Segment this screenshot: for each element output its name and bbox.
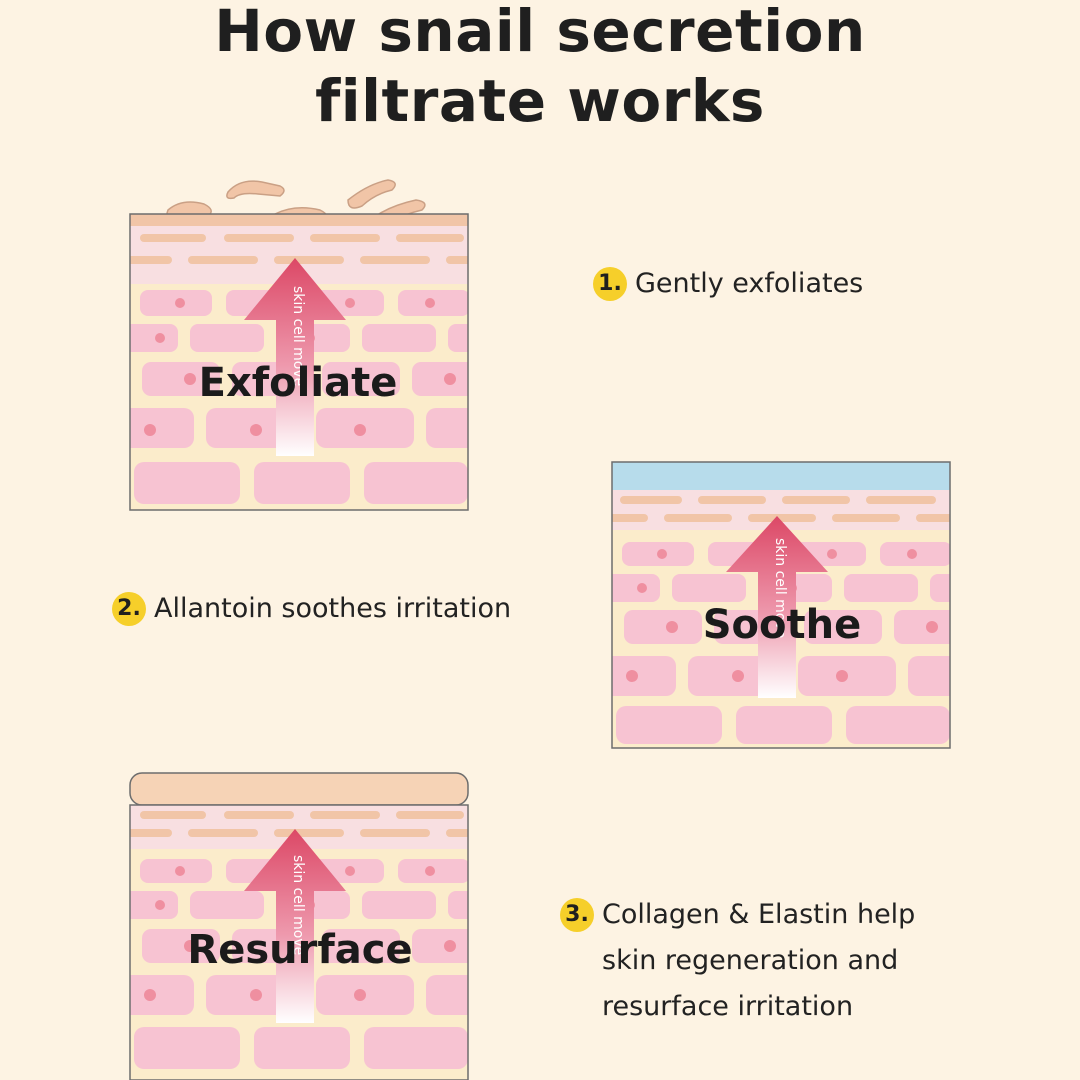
panel-label-exfoliate: Exfoliate (199, 360, 398, 406)
arrow-caption: skin cell move (290, 855, 306, 955)
skin-diagram-exfoliate: skin cell move Exfoliate (129, 179, 469, 511)
arrow-caption: skin cell move (772, 538, 788, 638)
step-text: Collagen & Elastin help skin regeneratio… (602, 899, 916, 1022)
title-line-2: filtrate works (315, 67, 765, 135)
arrow-up (726, 516, 828, 698)
arrow-caption: skin cell move (290, 286, 306, 386)
step-number-badge: 1. (593, 267, 627, 301)
panel-label-soothe: Soothe (703, 602, 862, 648)
step-1: 1. Gently exfoliates (593, 261, 863, 307)
skin-diagram-soothe: skin cell move Soothe (611, 461, 951, 749)
arrow-up (244, 258, 346, 456)
step-3: 3. Collagen & Elastin help skin regenera… (560, 892, 915, 1030)
step-number-badge: 3. (560, 898, 594, 932)
step-text: Allantoin soothes irritation (154, 593, 512, 624)
step-2: 2. Allantoin soothes irritation (112, 586, 511, 632)
skin-diagram-resurface: skin cell move Resurface (129, 772, 469, 1080)
protective-film (612, 462, 950, 490)
arrow-up (244, 829, 346, 1023)
panel-label-resurface: Resurface (187, 927, 412, 973)
step-number-badge: 2. (112, 592, 146, 626)
smooth-skin-layer (129, 772, 469, 806)
step-text: Gently exfoliates (635, 268, 864, 299)
title-line-1: How snail secretion (214, 0, 866, 65)
